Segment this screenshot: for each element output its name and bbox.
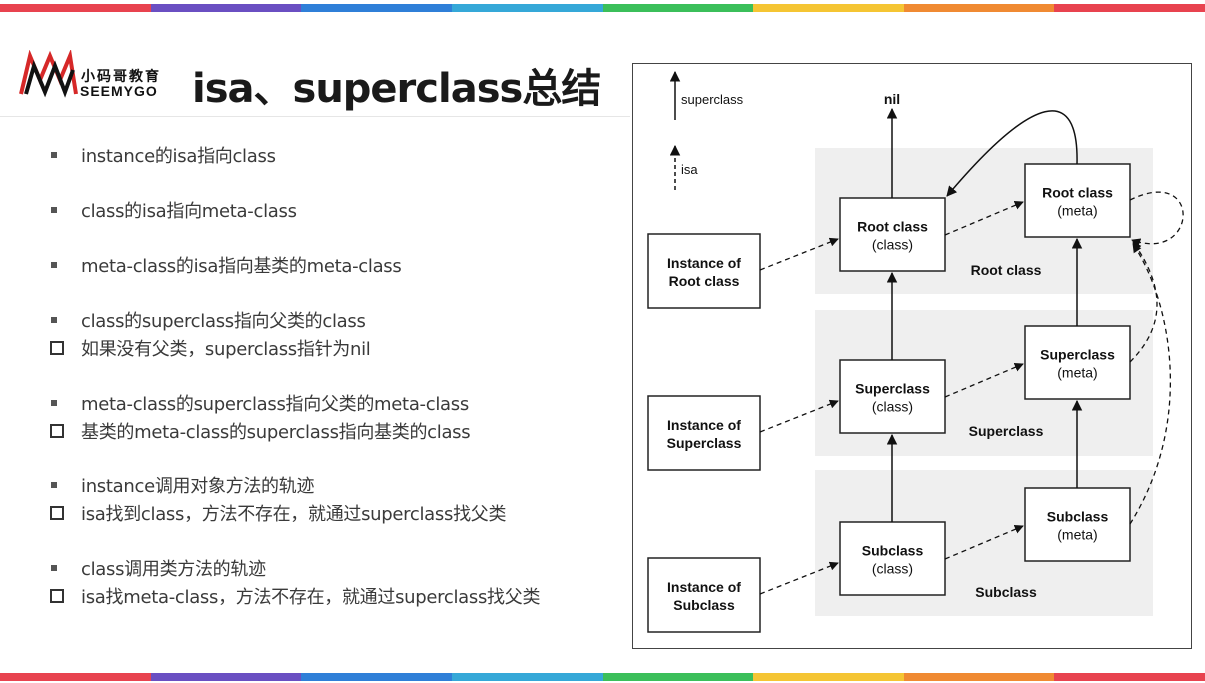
node-label-super-class: (class) [872, 399, 913, 415]
node-label-inst-super: Instance of [667, 417, 741, 433]
nil-label: nil [884, 91, 900, 107]
hollow-square-bullet-icon [48, 418, 81, 444]
node-label-sub-meta: Subclass [1047, 509, 1109, 525]
stripe-segment [451, 4, 603, 12]
stripe-segment [0, 673, 151, 681]
hollow-square-bullet-icon [48, 583, 81, 609]
stripe-segment [753, 4, 904, 12]
bullet-text: 如果没有父类，superclass指针为nil [81, 339, 371, 360]
node-label-inst-sub: Instance of [667, 579, 741, 595]
bullet-item: class的isa指向meta-class [48, 197, 297, 223]
stripe-segment [903, 673, 1055, 681]
bullet-item: class调用类方法的轨迹 [48, 555, 266, 581]
stripe-segment [451, 673, 603, 681]
node-label-sub-meta: (meta) [1057, 527, 1097, 543]
bottom-color-stripe [0, 673, 1205, 681]
group-label-super: Superclass [969, 423, 1044, 439]
stripe-segment [753, 673, 904, 681]
bullet-item: meta-class的isa指向基类的meta-class [48, 252, 402, 278]
node-label-inst-root: Root class [669, 273, 740, 289]
logo-chinese-text: 小码哥教育 [81, 69, 161, 85]
stripe-segment [150, 4, 302, 12]
isa-arrow [759, 399, 839, 433]
sub-bullet-item: isa找meta-class，方法不存在，就通过superclass找父类 [48, 583, 540, 609]
node-label-super-meta: (meta) [1057, 365, 1097, 381]
group-label-root: Root class [971, 262, 1042, 278]
node-label-inst-super: Superclass [667, 435, 742, 451]
square-bullet-icon [48, 197, 81, 223]
node-box-root-meta [1024, 163, 1131, 238]
node-box-sub-meta [1024, 487, 1131, 562]
logo-mark-icon [19, 48, 78, 98]
isa-arrow [759, 237, 839, 271]
title-divider [0, 116, 630, 117]
square-bullet-icon [48, 390, 81, 416]
square-bullet-icon [48, 307, 81, 333]
logo-english-text: SEEMYGO [80, 83, 158, 99]
top-color-stripe [0, 4, 1205, 12]
node-box-sub-class [839, 521, 946, 596]
node-label-inst-sub: Subclass [673, 597, 735, 613]
node-label-sub-class: Subclass [862, 543, 924, 559]
bullet-item: instance的isa指向class [48, 142, 276, 168]
bullet-text: meta-class的isa指向基类的meta-class [81, 256, 402, 277]
node-label-super-meta: Superclass [1040, 347, 1115, 363]
bullet-text: meta-class的superclass指向父类的meta-class [81, 394, 469, 415]
bullet-item: instance调用对象方法的轨迹 [48, 472, 314, 498]
page-title: isa、superclass总结 [192, 66, 601, 112]
node-box-super-class [839, 359, 946, 434]
node-box-super-meta [1024, 325, 1131, 400]
node-box-inst-root [647, 233, 761, 309]
stripe-segment [0, 4, 151, 12]
root-meta-superclass-arrow [946, 110, 1078, 197]
sub-bullet-item: 基类的meta-class的superclass指向基类的class [48, 418, 471, 444]
bullet-text: instance的isa指向class [81, 146, 276, 167]
square-bullet-icon [48, 142, 81, 168]
group-label-sub: Subclass [975, 584, 1037, 600]
bullet-text: isa找meta-class，方法不存在，就通过superclass找父类 [81, 587, 541, 608]
root-meta-isa-self-arrow [1129, 191, 1184, 248]
hollow-square-bullet-icon [48, 335, 81, 361]
node-label-super-class: Superclass [855, 381, 930, 397]
stripe-segment [150, 673, 302, 681]
stripe-segment [602, 4, 754, 12]
bullet-text: class调用类方法的轨迹 [81, 559, 266, 580]
legend-superclass-label: superclass [681, 92, 744, 107]
sub-bullet-item: 如果没有父类，superclass指针为nil [48, 335, 371, 361]
node-label-sub-class: (class) [872, 561, 913, 577]
node-label-root-meta: (meta) [1057, 203, 1097, 219]
stripe-segment [903, 4, 1055, 12]
stripe-segment [301, 673, 452, 681]
bullet-item: class的superclass指向父类的class [48, 307, 366, 333]
square-bullet-icon [48, 472, 81, 498]
sub-meta-isa-arrow [1129, 243, 1171, 525]
node-label-inst-root: Instance of [667, 255, 741, 271]
bullet-text: class的superclass指向父类的class [81, 311, 366, 332]
node-label-root-class: (class) [872, 237, 913, 253]
stripe-segment [602, 673, 754, 681]
sub-bullet-item: isa找到class，方法不存在，就通过superclass找父类 [48, 500, 506, 526]
bullet-text: isa找到class，方法不存在，就通过superclass找父类 [81, 504, 507, 525]
stripe-segment [301, 4, 452, 12]
square-bullet-icon [48, 555, 81, 581]
bullet-item: meta-class的superclass指向父类的meta-class [48, 390, 469, 416]
node-label-root-class: Root class [857, 219, 928, 235]
bullet-text: class的isa指向meta-class [81, 201, 297, 222]
stripe-segment [1054, 673, 1205, 681]
square-bullet-icon [48, 252, 81, 278]
bullet-text: 基类的meta-class的superclass指向基类的class [81, 422, 471, 443]
stripe-segment [1054, 4, 1205, 12]
legend-isa-label: isa [681, 162, 698, 177]
bullet-text: instance调用对象方法的轨迹 [81, 476, 315, 497]
node-box-inst-super [647, 395, 761, 471]
isa-arrow [759, 561, 839, 595]
node-label-root-meta: Root class [1042, 185, 1113, 201]
node-box-root-class [839, 197, 946, 272]
node-box-inst-sub [647, 557, 761, 633]
super-meta-isa-arrow [1129, 241, 1158, 363]
seemygo-logo: 小码哥教育 SEEMYGO [18, 48, 178, 99]
hollow-square-bullet-icon [48, 500, 81, 526]
